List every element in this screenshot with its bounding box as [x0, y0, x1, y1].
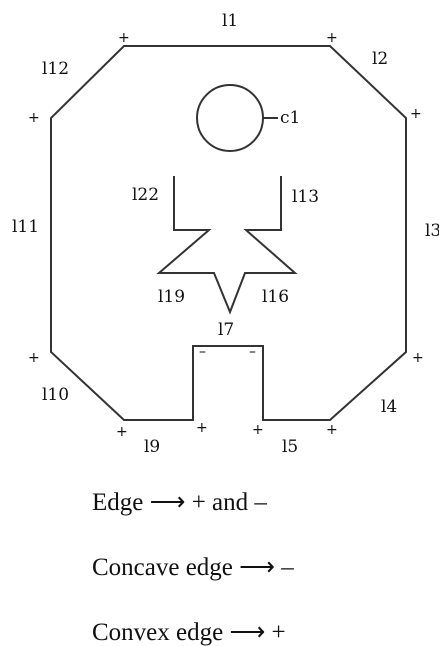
plus-marker: +	[412, 350, 424, 366]
edge-label-l1: l1	[222, 11, 238, 31]
legend-edge: Edge ⟶ + and –	[92, 489, 267, 516]
plus-marker: +	[28, 350, 40, 366]
edge-label-l13: l13	[292, 187, 319, 207]
plus-marker: +	[252, 422, 264, 438]
circle-c1	[196, 84, 264, 152]
edge-label-l12: l12	[42, 59, 69, 79]
edge-label-l7: l7	[218, 320, 234, 340]
plus-marker: +	[410, 106, 422, 122]
edge-label-l10: l10	[42, 385, 69, 405]
edge-label-l19: l19	[158, 287, 185, 307]
plus-marker: +	[116, 424, 128, 440]
plus-marker: +	[326, 30, 338, 46]
edge-label-l22: l22	[132, 185, 159, 205]
edge-label-l4: l4	[381, 397, 397, 417]
outer-boundary	[50, 45, 407, 421]
edge-label-l5: l5	[282, 437, 298, 457]
legend-concave-edge: Concave edge ⟶ –	[92, 554, 294, 581]
minus-marker: –	[249, 344, 256, 360]
legend-convex-edge: Convex edge ⟶ +	[92, 619, 286, 646]
edge-label-l3: l3	[425, 221, 439, 241]
plus-marker: +	[326, 422, 338, 438]
edge-label-l2: l2	[372, 49, 388, 69]
circle-label-c1: c1	[280, 108, 300, 128]
minus-marker: –	[199, 344, 206, 360]
plus-marker: +	[118, 30, 130, 46]
plus-marker: +	[196, 420, 208, 436]
edge-label-l9: l9	[144, 437, 160, 457]
edge-label-l16: l16	[262, 287, 289, 307]
plus-marker: +	[28, 110, 40, 126]
edge-label-l11: l11	[12, 217, 39, 237]
inner-shape	[156, 176, 298, 315]
